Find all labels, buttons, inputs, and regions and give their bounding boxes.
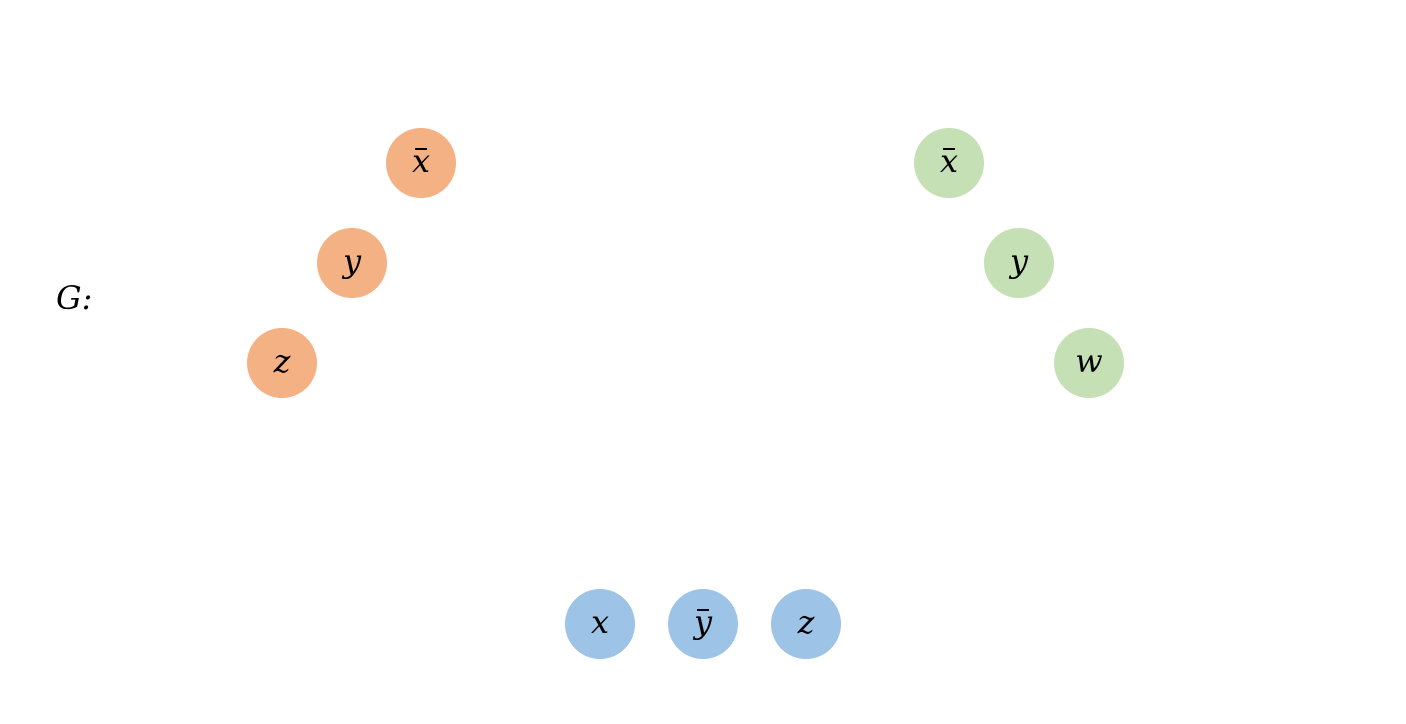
bottom-node-1-label: x (590, 603, 610, 641)
graph-label-text: G: (56, 279, 93, 317)
right-node-1: x (914, 128, 984, 198)
right-node-3: w (1054, 328, 1124, 398)
left-node-3: z (247, 328, 317, 398)
graph-label: G: (56, 278, 92, 318)
right-node-3-label: w (1075, 342, 1103, 380)
bottom-node-2: y (668, 589, 738, 659)
bottom-node-3-label: z (797, 603, 815, 641)
left-node-1-label: x (411, 142, 431, 180)
right-node-2: y (984, 228, 1054, 298)
bottom-node-1: x (565, 589, 635, 659)
left-node-3-label: z (273, 342, 291, 380)
left-node-2-label: y (342, 242, 362, 280)
right-node-1-label: x (939, 142, 959, 180)
left-node-1: x (386, 128, 456, 198)
left-node-2: y (317, 228, 387, 298)
bottom-node-2-label: y (693, 603, 713, 641)
bottom-node-3: z (771, 589, 841, 659)
right-node-2-label: y (1009, 242, 1029, 280)
